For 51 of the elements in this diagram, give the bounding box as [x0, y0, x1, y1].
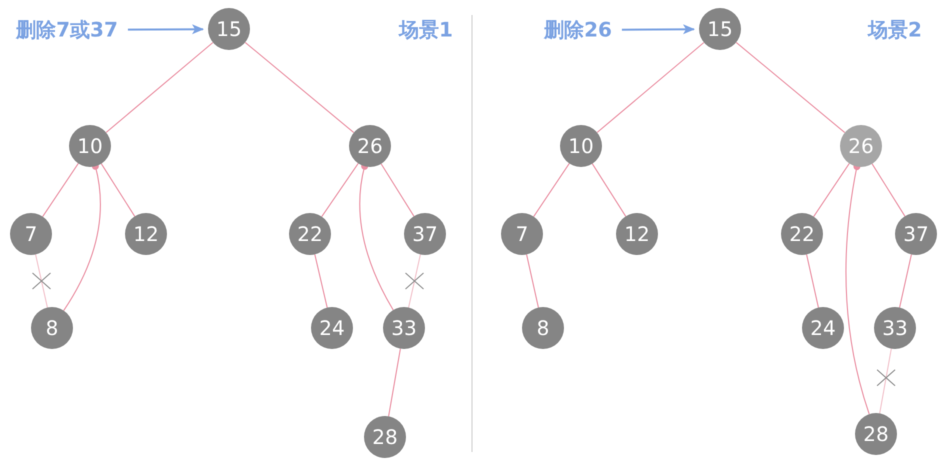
- tree-node: 12: [616, 213, 658, 255]
- tree-edge: [408, 254, 421, 308]
- tree-edge: [806, 254, 819, 308]
- tree-node: 37: [404, 213, 446, 255]
- tree-edge: [899, 254, 912, 308]
- arrow: [128, 24, 204, 34]
- operation-label: 删除26: [544, 18, 612, 42]
- tree-edge: [526, 254, 539, 308]
- tree-edge: [42, 163, 79, 217]
- tree-edge: [106, 42, 214, 133]
- tree-node: 33: [874, 307, 916, 349]
- tree-node: 28: [364, 416, 406, 458]
- tree-edge: [380, 164, 414, 216]
- tree-node: 10: [69, 125, 111, 167]
- tree-node: 7: [10, 213, 52, 255]
- tree-node: 7: [501, 213, 543, 255]
- tree-edge: [596, 42, 704, 133]
- scenario-label: 场景1: [399, 18, 453, 42]
- curved-connector: [845, 163, 870, 414]
- tree-edge: [100, 163, 136, 217]
- tree-edge: [813, 163, 850, 217]
- operation-label: 删除7或37: [16, 18, 118, 42]
- tree-edge: [736, 42, 846, 134]
- tree-node: 26: [840, 125, 882, 167]
- tree-node: 22: [289, 213, 331, 255]
- tree-edge: [533, 163, 570, 217]
- tree-node: 10: [560, 125, 602, 167]
- tree-node: 26: [349, 125, 391, 167]
- tree-node: 8: [522, 307, 564, 349]
- tree-node: 28: [855, 413, 897, 455]
- tree-node: 24: [802, 307, 844, 349]
- tree-node: 22: [781, 213, 823, 255]
- arrow: [622, 24, 695, 34]
- scenario-label: 场景2: [868, 18, 922, 42]
- tree-node: 12: [125, 213, 167, 255]
- curved-connector: [63, 162, 101, 311]
- tree-edge: [35, 254, 48, 308]
- tree-edge: [388, 348, 401, 416]
- curved-connector: [359, 162, 394, 310]
- tree-node: 24: [311, 307, 353, 349]
- tree-node: 8: [31, 307, 73, 349]
- tree-node: 33: [383, 307, 425, 349]
- tree-node: 37: [895, 213, 937, 255]
- tree-edge: [244, 42, 354, 134]
- tree-edge: [321, 163, 359, 217]
- tree-node: 15: [208, 8, 250, 50]
- tree-edge: [314, 254, 328, 308]
- tree-edge: [592, 163, 626, 217]
- tree-edge: [879, 348, 892, 414]
- tree-edge: [872, 164, 906, 216]
- tree-node: 15: [699, 8, 741, 50]
